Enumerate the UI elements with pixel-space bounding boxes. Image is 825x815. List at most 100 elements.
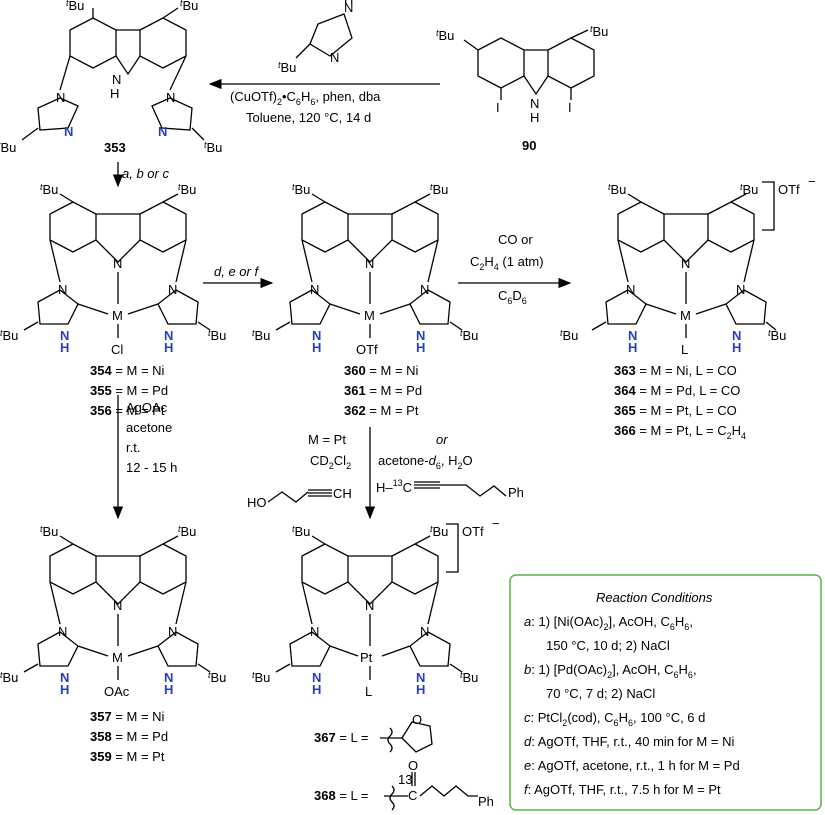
- svg-text:70 °C, 7 d; 2) NaCl: 70 °C, 7 d; 2) NaCl: [546, 686, 655, 701]
- svg-text:tBu: tBu: [180, 0, 198, 13]
- svg-text:Ph: Ph: [478, 794, 494, 809]
- svg-text:H: H: [344, 0, 353, 7]
- svg-text:N: N: [56, 90, 65, 105]
- svg-text:Toluene, 120 °C, 14 d: Toluene, 120 °C, 14 d: [246, 110, 371, 125]
- svg-text:N: N: [416, 670, 425, 685]
- svg-text:r.t.: r.t.: [126, 440, 140, 455]
- svg-text:Ph: Ph: [508, 485, 524, 500]
- svg-text:−: −: [808, 174, 816, 189]
- svg-text:360 = M = Ni: 360 = M = Ni: [344, 363, 419, 378]
- svg-text:tBu: tBu: [460, 670, 478, 685]
- svg-text:M: M: [112, 650, 123, 665]
- svg-text:366 = M = Pt, L = C2H4: 366 = M = Pt, L = C2H4: [614, 423, 746, 441]
- wavy-bond-367: [387, 727, 393, 753]
- svg-text:363 = M = Ni, L = CO: 363 = M = Ni, L = CO: [614, 363, 737, 378]
- svg-text:tBu: tBu: [292, 524, 310, 539]
- svg-text:N: N: [113, 598, 122, 613]
- svg-text:N: N: [166, 90, 175, 105]
- svg-text:364 = M = Pd, L = CO: 364 = M = Pd, L = CO: [614, 383, 740, 398]
- svg-text:Reaction Conditions: Reaction Conditions: [596, 590, 713, 605]
- tbu-imidazole-structure: N H N tBu: [278, 0, 353, 75]
- svg-text:N: N: [732, 328, 741, 343]
- svg-text:H: H: [60, 682, 69, 697]
- labels-363-366: 363 = M = Ni, L = CO 364 = M = Pd, L = C…: [614, 363, 746, 441]
- svg-text:13: 13: [398, 772, 412, 787]
- svg-text:N: N: [112, 72, 121, 87]
- svg-text:tBu: tBu: [204, 140, 222, 155]
- svg-text:tBu: tBu: [252, 670, 270, 685]
- svg-text:CH: CH: [333, 486, 352, 501]
- svg-text:H: H: [530, 110, 539, 125]
- svg-text:OAc: OAc: [104, 684, 130, 699]
- labels-360-362: 360 = M = Ni 361 = M = Pd 362 = M = Pt: [344, 363, 422, 418]
- svg-text:N: N: [310, 282, 319, 297]
- svg-text:N: N: [60, 328, 69, 343]
- svg-text:tBu: tBu: [40, 524, 58, 539]
- compound-367-structure: tBu tBu N N N Pt N H N H tBu tBu L OTf −: [252, 516, 500, 699]
- label-368: 368 = L = C 13 O Ph: [314, 758, 494, 811]
- svg-text:Cl: Cl: [111, 342, 123, 357]
- svg-text:N: N: [158, 124, 167, 139]
- svg-text:N: N: [530, 96, 539, 111]
- svg-text:M: M: [112, 308, 123, 323]
- svg-text:or: or: [436, 432, 448, 447]
- svg-text:N: N: [626, 282, 635, 297]
- reagents-top: (CuOTf)2•C6H6, phen, dba Toluene, 120 °C…: [230, 89, 381, 125]
- svg-text:I: I: [568, 100, 572, 115]
- svg-text:AgOAc: AgOAc: [126, 400, 168, 415]
- svg-text:tBu: tBu: [436, 28, 454, 43]
- svg-text:tBu: tBu: [0, 670, 18, 685]
- svg-text:N: N: [628, 328, 637, 343]
- svg-text:tBu: tBu: [460, 328, 478, 343]
- svg-text:150 °C, 10 d; 2) NaCl: 150 °C, 10 d; 2) NaCl: [546, 638, 670, 653]
- wavy-bond-368: [389, 785, 395, 811]
- butynol-structure: HO CH: [247, 486, 352, 510]
- svg-text:C2H4 (1 atm): C2H4 (1 atm): [470, 254, 544, 272]
- svg-text:tBu: tBu: [430, 182, 448, 197]
- svg-text:M: M: [364, 308, 375, 323]
- labels-354-356: 354 = M = Ni 355 = M = Pd 356 = M = Pt: [90, 363, 168, 418]
- svg-text:356 = M = Pt: 356 = M = Pt: [90, 403, 165, 418]
- svg-text:N: N: [420, 282, 429, 297]
- svg-text:tBu: tBu: [768, 328, 786, 343]
- svg-text:CO or: CO or: [498, 232, 533, 247]
- svg-text:N: N: [681, 256, 690, 271]
- reagents-co: CO or C2H4 (1 atm) C6D6: [470, 232, 544, 306]
- svg-text:N: N: [736, 282, 745, 297]
- svg-text:H: H: [628, 340, 637, 355]
- conditions-box: [509, 574, 822, 811]
- svg-text:b: 1) [Pd(OAc)2], AcOH, C6H6,: b: 1) [Pd(OAc)2], AcOH, C6H6,: [524, 662, 697, 680]
- svg-text:O: O: [412, 712, 422, 727]
- label-353: 353: [104, 140, 126, 155]
- svg-text:H: H: [164, 340, 173, 355]
- svg-text:M: M: [680, 308, 691, 323]
- svg-text:tBu: tBu: [608, 182, 626, 197]
- svg-text:tBu: tBu: [430, 524, 448, 539]
- compound-353-structure: N H tBu tBu N N tBu N N tBu: [0, 0, 222, 155]
- svg-text:M = Pt: M = Pt: [308, 432, 346, 447]
- svg-text:H: H: [416, 682, 425, 697]
- svg-text:OTf: OTf: [356, 342, 378, 357]
- svg-text:c: PtCl2(cod), C6H6, 100 °C, 6: c: PtCl2(cod), C6H6, 100 °C, 6 d: [524, 710, 705, 728]
- svg-text:tBu: tBu: [208, 670, 226, 685]
- svg-text:361 = M = Pd: 361 = M = Pd: [344, 383, 422, 398]
- labels-357-359: 357 = M = Ni 358 = M = Pd 359 = M = Pt: [90, 709, 168, 764]
- svg-text:tBu: tBu: [178, 524, 196, 539]
- reagents-def: d, e or f: [214, 264, 259, 279]
- svg-text:N: N: [310, 624, 319, 639]
- svg-text:I: I: [496, 100, 500, 115]
- svg-text:tBu: tBu: [740, 182, 758, 197]
- svg-text:H: H: [110, 86, 119, 101]
- svg-text:N: N: [58, 282, 67, 297]
- reagents-pt: M = Pt CD2Cl2 or acetone-d6, H2O: [308, 432, 473, 471]
- svg-text:tBu: tBu: [278, 60, 296, 75]
- svg-text:H: H: [416, 340, 425, 355]
- svg-text:H: H: [732, 340, 741, 355]
- svg-text:tBu: tBu: [0, 140, 16, 155]
- svg-text:365 = M = Pt, L = CO: 365 = M = Pt, L = CO: [614, 403, 737, 418]
- svg-text:H–13C: H–13C: [376, 478, 412, 495]
- svg-text:acetone-d6, H2O: acetone-d6, H2O: [378, 453, 473, 471]
- svg-text:tBu: tBu: [40, 182, 58, 197]
- svg-text:N: N: [365, 256, 374, 271]
